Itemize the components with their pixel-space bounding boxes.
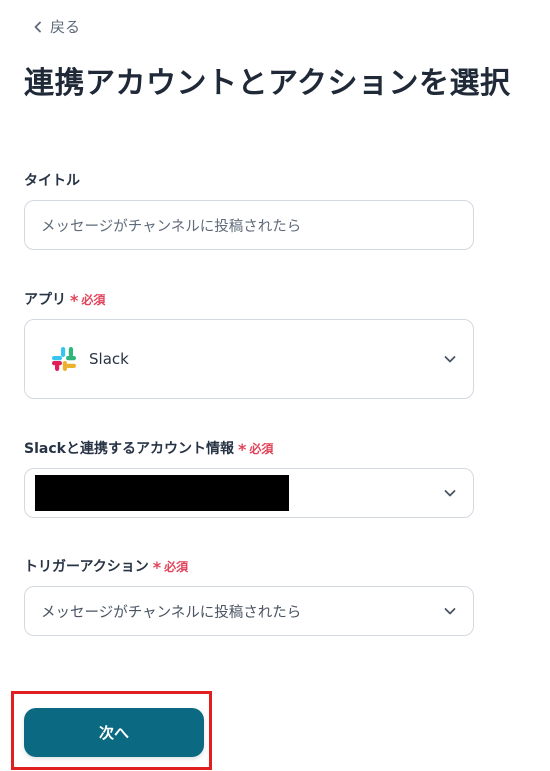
- next-button[interactable]: 次へ: [24, 708, 204, 757]
- required-badge: *必須: [237, 440, 274, 459]
- chevron-left-icon: [34, 21, 41, 32]
- redacted-account-value: [35, 475, 289, 511]
- app-select[interactable]: Slack: [24, 319, 474, 399]
- highlight-frame: [11, 691, 212, 770]
- page-title: 連携アカウントとアクションを選択: [24, 66, 511, 101]
- trigger-field-label: トリガーアクション *必須: [24, 556, 188, 576]
- chevron-down-icon: [444, 356, 456, 363]
- required-star: *: [152, 558, 162, 577]
- back-label: 戻る: [50, 18, 81, 36]
- app-selected-value: Slack: [89, 350, 129, 368]
- app-label-text: アプリ: [24, 292, 66, 308]
- required-text: 必須: [81, 292, 106, 307]
- back-link[interactable]: 戻る: [32, 16, 80, 37]
- title-field-label: タイトル: [24, 170, 80, 190]
- required-badge: *必須: [70, 291, 106, 310]
- required-badge: *必須: [152, 558, 189, 577]
- app-field-label: アプリ *必須: [24, 289, 105, 309]
- trigger-select[interactable]: メッセージがチャンネルに投稿されたら: [24, 586, 474, 636]
- account-label-text: Slackと連携するアカウント情報: [24, 441, 234, 457]
- required-star: *: [237, 440, 247, 459]
- title-input[interactable]: [25, 201, 473, 249]
- title-label-text: タイトル: [24, 173, 80, 189]
- required-text: 必須: [249, 441, 274, 456]
- chevron-down-icon: [444, 490, 456, 497]
- chevron-down-icon: [444, 608, 456, 615]
- account-field-label: Slackと連携するアカウント情報 *必須: [24, 438, 273, 458]
- slack-logo-icon: [52, 347, 76, 371]
- title-field[interactable]: [24, 200, 474, 250]
- required-text: 必須: [164, 559, 189, 574]
- required-star: *: [70, 291, 79, 310]
- account-select[interactable]: [24, 468, 474, 518]
- trigger-label-text: トリガーアクション: [24, 559, 149, 575]
- trigger-selected-value: メッセージがチャンネルに投稿されたら: [41, 604, 302, 621]
